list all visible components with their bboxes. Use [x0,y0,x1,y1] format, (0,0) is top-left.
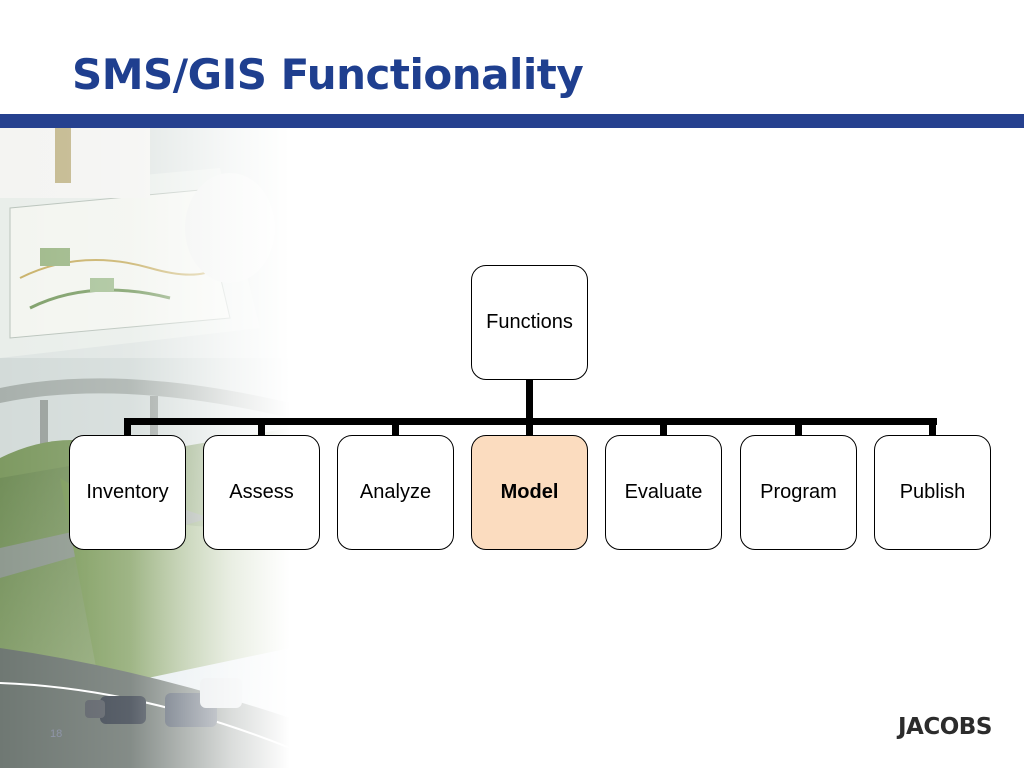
node-inventory: Inventory [69,435,186,550]
slide-number: 18 [50,728,63,740]
node-analyze: Analyze [337,435,454,550]
node-publish: Publish [874,435,991,550]
node-program: Program [740,435,857,550]
node-functions: Functions [471,265,588,380]
connector-drop-analyze [392,420,399,436]
connector-drop-publish [929,420,936,436]
connector-drop-model [526,420,533,436]
connector-drop-evaluate [660,420,667,436]
slide-title: SMS/GIS Functionality [72,50,584,99]
title-rule [0,114,1024,128]
node-evaluate: Evaluate [605,435,722,550]
connector-drop-assess [258,420,265,436]
node-model: Model [471,435,588,550]
node-assess: Assess [203,435,320,550]
connector-drop-program [795,420,802,436]
jacobs-logo: JACOBS [898,714,992,740]
connector-drop-inventory [124,420,131,436]
connector-root-stem [526,379,533,420]
